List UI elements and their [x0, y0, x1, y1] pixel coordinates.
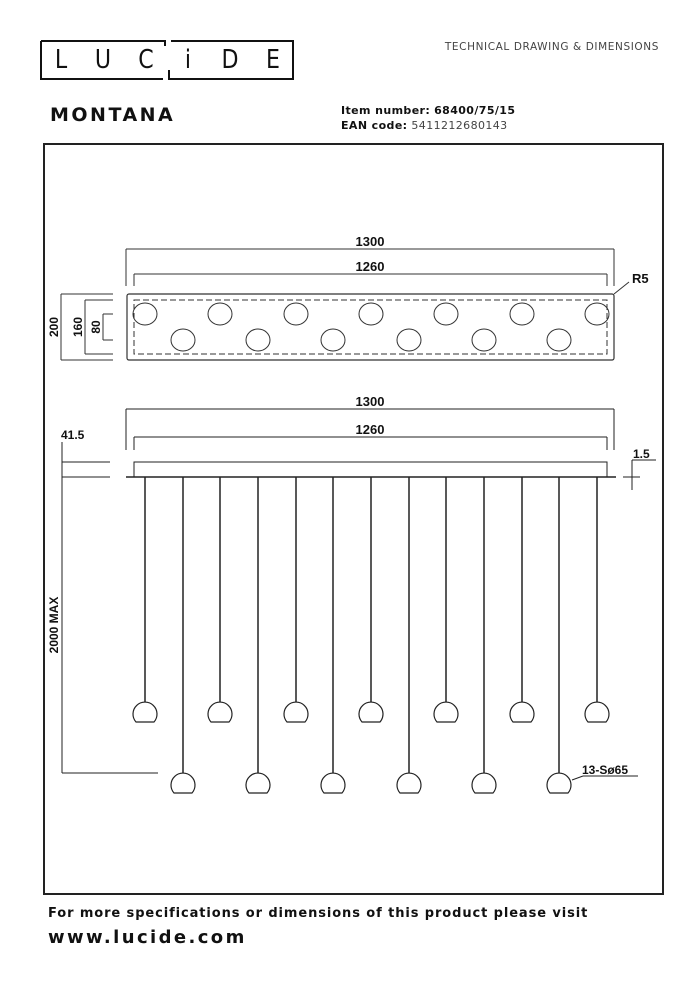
top-view	[60, 248, 630, 361]
logo-letter: C	[138, 45, 154, 75]
item-number-row: Item number: 68400/75/15	[341, 103, 515, 118]
logo-letter: U	[95, 45, 112, 75]
pendant-shades	[132, 701, 610, 794]
corner-radius-label: R5	[632, 271, 649, 286]
max-height-label: 2000 MAX	[47, 597, 61, 654]
logo-letter: i	[185, 45, 192, 75]
brand-wordmark: L U C i D E	[40, 40, 294, 80]
depth-160-label: 160	[71, 317, 85, 337]
side-view	[61, 408, 656, 794]
plate-thickness-label: 1.5	[633, 447, 650, 461]
top-width-1300-label: 1300	[356, 234, 385, 249]
product-name: MONTANA	[50, 104, 176, 126]
item-number-label: Item number:	[341, 104, 431, 117]
product-identifiers: Item number: 68400/75/15 EAN code: 54112…	[341, 103, 515, 133]
item-number-value: 68400/75/15	[434, 104, 516, 117]
footer-more-info: For more specifications or dimensions of…	[48, 906, 589, 921]
logo-letter: L	[54, 45, 68, 75]
ean-value: 5411212680143	[411, 119, 508, 132]
side-width-1300-label: 1300	[356, 394, 385, 409]
top-width-1260-label: 1260	[356, 259, 385, 274]
shade-size-label: 13-Sø65	[582, 763, 628, 777]
offset-80-label: 80	[89, 320, 103, 334]
canopy-height-label: 41.5	[61, 428, 85, 442]
ean-label: EAN code:	[341, 119, 408, 132]
logo-frame-icon	[40, 40, 294, 80]
pendant-cords	[144, 477, 598, 773]
ean-row: EAN code: 5411212680143	[341, 118, 515, 133]
side-width-1260-label: 1260	[356, 422, 385, 437]
drawing-frame	[43, 143, 664, 895]
logo-letter: E	[265, 45, 280, 75]
section-title: TECHNICAL DRAWING & DIMENSIONS	[444, 41, 659, 53]
logo-letter: D	[221, 45, 239, 75]
depth-200-label: 200	[47, 317, 61, 337]
brand-logo: L U C i D E	[40, 40, 294, 80]
website-link[interactable]: www.lucide.com	[48, 927, 247, 948]
